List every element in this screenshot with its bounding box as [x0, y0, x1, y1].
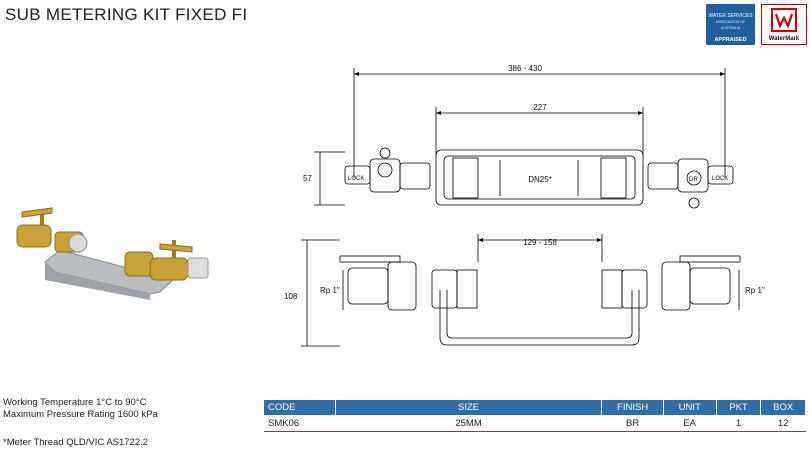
cell-pkt: 1: [716, 415, 762, 432]
cell-unit: EA: [663, 415, 717, 432]
thread-right: Rp 1": [745, 286, 765, 295]
dim-overall: 386 - 430: [508, 64, 542, 73]
lock-label-left: LOCK: [348, 176, 364, 182]
col-unit: UNIT: [663, 400, 717, 415]
product-table: CODE SIZE FINISH UNIT PKT BOX SMK06 25MM…: [264, 400, 806, 432]
cell-size: 25MM: [335, 415, 603, 432]
col-finish: FINISH: [601, 400, 664, 415]
dim-meter: DN25*: [528, 175, 552, 184]
watermark-logo-icon: [771, 8, 797, 32]
watermark-label: WaterMark: [768, 36, 800, 42]
lock-label-right: LOCK: [712, 176, 728, 182]
spec-pressure-rating: Maximum Pressure Rating 1600 kPa: [3, 409, 158, 420]
dim-body: 227: [533, 103, 547, 112]
wsa-appraised-badge: WATER SERVICES ASSOCIATION OF AUSTRALIA …: [706, 4, 755, 45]
page-title: SUB METERING KIT FIXED FI: [5, 5, 248, 24]
wsa-badge-line1: WATER SERVICES: [708, 13, 753, 19]
valve-dr-label: DR: [689, 177, 698, 183]
watermark-badge: WaterMark: [761, 4, 807, 45]
table-header-row: CODE SIZE FINISH UNIT PKT BOX: [264, 400, 806, 415]
dim-height-top: 57: [303, 174, 312, 183]
table-row: SMK06 25MM BR EA 1 12: [264, 415, 806, 432]
dim-height-bottom: 108: [284, 292, 298, 301]
col-size: SIZE: [335, 400, 603, 415]
col-box: BOX: [760, 400, 806, 415]
spec-working-temperature: Working Temperature 1°C to 90°C: [3, 397, 147, 408]
specs-block: Working Temperature 1°C to 90°C Maximum …: [3, 397, 158, 421]
thread-left: Rp 1": [320, 286, 340, 295]
dim-bottom-span: 129 - 158: [523, 238, 557, 247]
cell-code: SMK06: [264, 415, 336, 432]
wsa-badge-line3: APPRAISED: [714, 37, 747, 43]
cell-box: 12: [760, 415, 806, 432]
meter-thread-note: *Meter Thread QLD/VIC AS1722.2: [3, 437, 149, 448]
cell-finish: BR: [601, 415, 664, 432]
wsa-badge-line2: ASSOCIATION OF AUSTRALIA: [715, 20, 746, 30]
col-pkt: PKT: [716, 400, 762, 415]
col-code: CODE: [264, 400, 336, 415]
